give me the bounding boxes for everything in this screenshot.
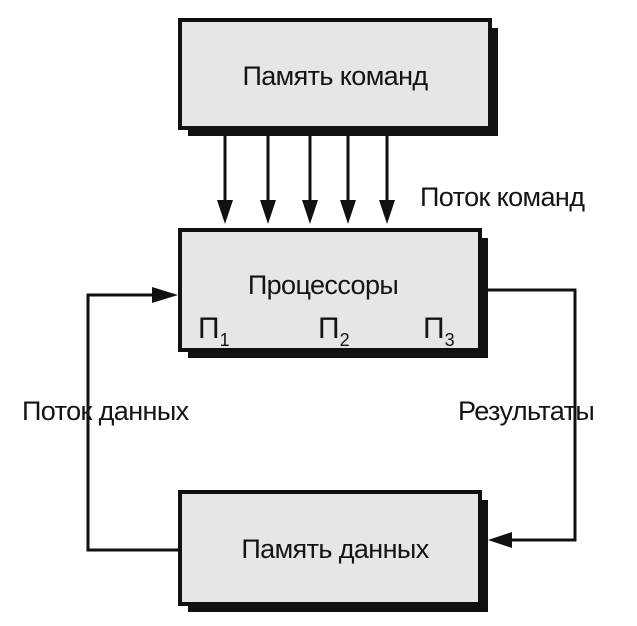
instruction-memory-label: Память команд xyxy=(242,61,428,91)
instruction-memory-box xyxy=(178,18,492,130)
processor-3-label: П3 xyxy=(423,312,455,350)
results-label: Результаты xyxy=(458,396,594,426)
processor-3-letter: П xyxy=(423,312,445,345)
data-stream-arrowhead xyxy=(152,287,178,303)
processor-2-letter: П xyxy=(318,312,340,345)
processor-2-label: П2 xyxy=(318,312,350,350)
results-arrowhead xyxy=(488,532,512,548)
processors-label: Процессоры xyxy=(248,270,398,300)
processor-1-index: 1 xyxy=(220,330,230,350)
processor-1-letter: П xyxy=(198,312,220,345)
processor-2-index: 2 xyxy=(340,330,350,350)
processor-1-label: П1 xyxy=(198,312,230,350)
data-memory-label: Память данных xyxy=(241,534,429,564)
processors-block: Процессоры П1 П2 П3 xyxy=(178,228,488,358)
data-memory-block: Память данных xyxy=(178,490,488,612)
instruction-stream-label: Поток команд xyxy=(420,182,585,212)
data-stream-label: Поток данных xyxy=(22,396,190,426)
processors-box xyxy=(178,228,482,352)
processor-3-index: 3 xyxy=(445,330,455,350)
instruction-stream-arrows xyxy=(217,128,395,224)
data-memory-box xyxy=(178,490,482,606)
instruction-memory-block: Память команд xyxy=(178,18,498,136)
data-stream-connector xyxy=(86,287,180,552)
results-connector xyxy=(482,288,577,548)
